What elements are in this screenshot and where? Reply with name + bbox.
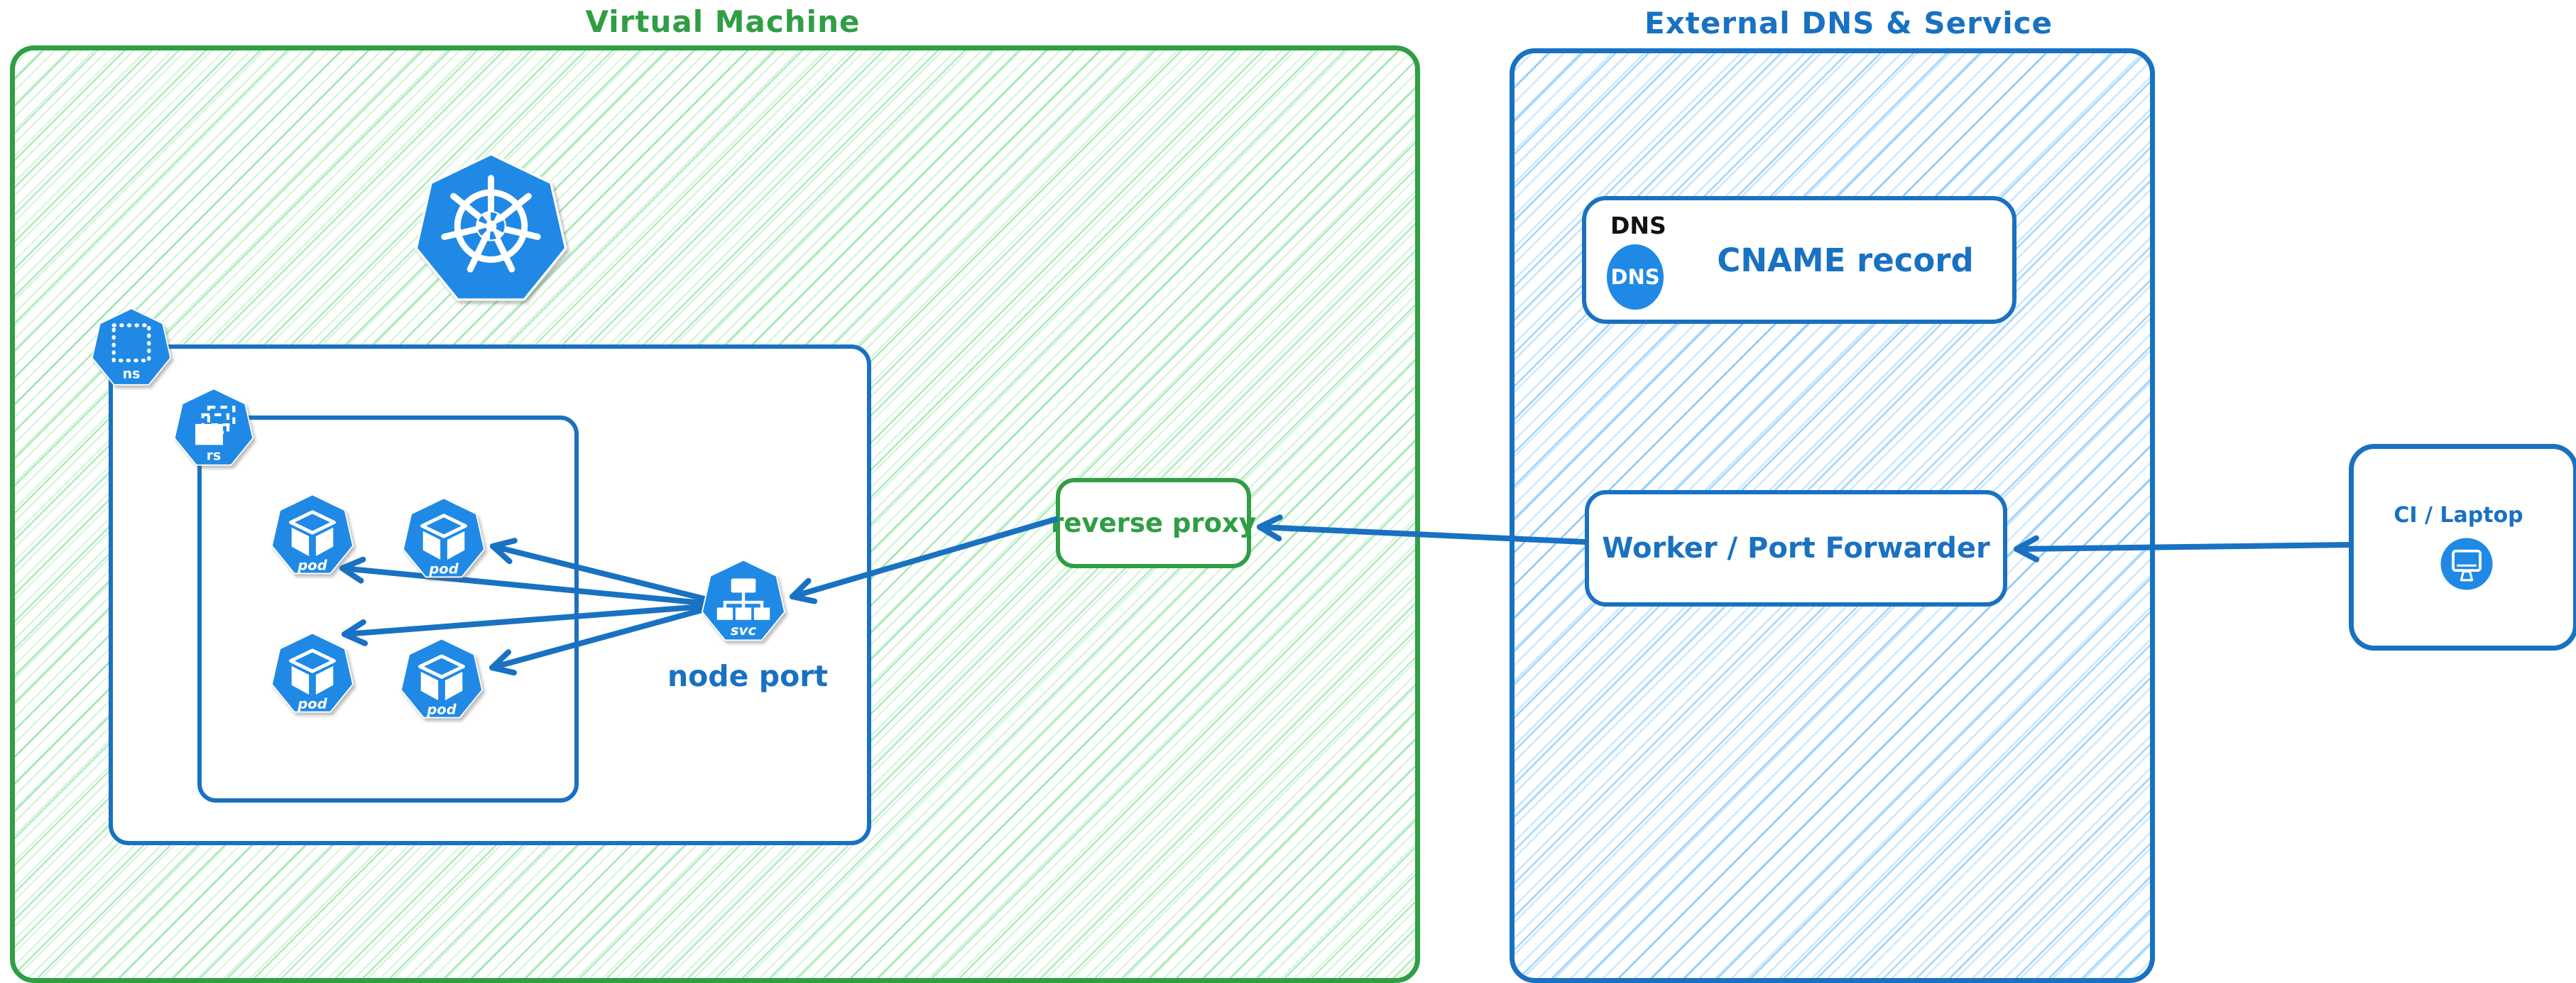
ci-laptop-box [2349,444,2576,651]
cname-record-label: CNAME record [1717,241,1974,279]
svg-text:svc: svc [731,622,757,639]
svg-text:rs: rs [207,448,222,464]
pod-icon: pod [271,632,354,713]
arrow-service-to-pod-2 [490,538,707,602]
service-icon: svc [701,559,786,641]
worker-port-forwarder-box: Worker / Port Forwarder [1585,490,2007,607]
replicaset-box [197,416,579,803]
namespace-icon: ns [91,308,172,386]
worker-port-forwarder-label: Worker / Port Forwarder [1602,532,1990,565]
reverse-proxy-box: reverse proxy [1051,478,1256,568]
external-dns-service-title: External DNS & Service [1644,6,2053,40]
reverse-proxy-label: reverse proxy [1051,508,1256,538]
pod-icon: pod [402,497,486,578]
dns-icon: DNS [1607,244,1664,310]
node-port-label: node port [667,659,829,693]
monitor-icon [2440,538,2493,590]
arrow-reverse-proxy-to-service [790,516,1059,604]
arrow-service-to-pod-1 [339,556,706,606]
ci-laptop-label: CI / Laptop [2394,503,2523,528]
svg-text:pod: pod [297,558,327,574]
replicaset-icon: rs [173,388,254,466]
svg-text:pod: pod [297,696,327,712]
svg-text:pod: pod [426,702,457,718]
pod-icon: pod [400,638,484,719]
arrow-ci-to-worker [2014,535,2353,563]
arrow-service-to-pod-3 [342,604,706,646]
arrow-service-to-pod-4 [489,607,707,676]
arrow-worker-to-reverse-proxy [1257,514,1588,545]
kubernetes-logo-icon [415,153,567,301]
dns-card-label: DNS [1610,212,1666,239]
virtual-machine-title: Virtual Machine [585,4,861,39]
svg-text:pod: pod [428,561,459,577]
pod-icon: pod [271,494,354,575]
svg-text:ns: ns [123,366,141,381]
dns-card: DNS DNS CNAME record [1582,196,2016,324]
